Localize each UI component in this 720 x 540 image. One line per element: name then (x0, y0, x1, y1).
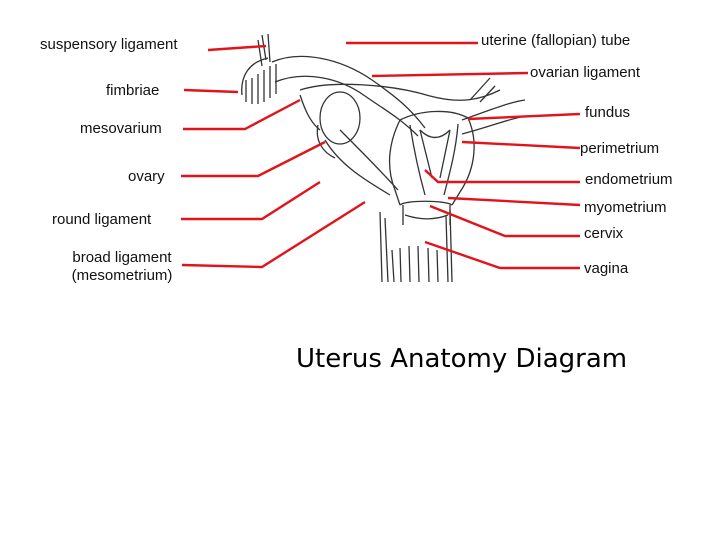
label-uterine-tube: uterine (fallopian) tube (481, 32, 631, 49)
label-suspensory-ligament: suspensory ligament (40, 36, 178, 53)
leader-mesovarium (183, 98, 301, 131)
label-endometrium: endometrium (585, 171, 673, 188)
diagram-caption: Uterus Anatomy Diagram (296, 344, 628, 374)
leader-lines (181, 41, 581, 270)
label-broad-ligament: broad ligament (mesometrium) (60, 249, 184, 285)
leader-perimetrium (461, 140, 581, 150)
label-perimetrium: perimetrium (580, 140, 660, 157)
label-round-ligament: round ligament (52, 211, 152, 228)
label-broad-ligament-line2: (mesometrium) (71, 267, 173, 284)
label-ovarian-ligament: ovarian ligament (530, 64, 641, 81)
label-vagina: vagina (584, 260, 629, 277)
leader-cervix (429, 204, 580, 238)
label-myometrium: myometrium (584, 199, 667, 216)
leader-vagina (424, 240, 580, 270)
label-fundus: fundus (585, 104, 631, 121)
label-fimbriae: fimbriae (106, 82, 160, 99)
leader-broad-ligament (181, 200, 366, 269)
label-cervix: cervix (584, 225, 624, 242)
leader-fimbriae (183, 88, 239, 94)
label-mesovarium: mesovarium (80, 120, 162, 137)
label-broad-ligament-line1: broad ligament (72, 249, 172, 266)
leader-endometrium (424, 169, 580, 184)
leader-fundus (467, 112, 581, 121)
leader-suspensory-ligament (207, 44, 267, 52)
leader-ovarian-ligament (371, 71, 529, 78)
leader-ovary (181, 140, 326, 178)
leader-round-ligament (181, 180, 321, 221)
label-ovary: ovary (128, 168, 165, 185)
leader-myometrium (447, 196, 581, 207)
anatomy-drawing (241, 33, 527, 283)
